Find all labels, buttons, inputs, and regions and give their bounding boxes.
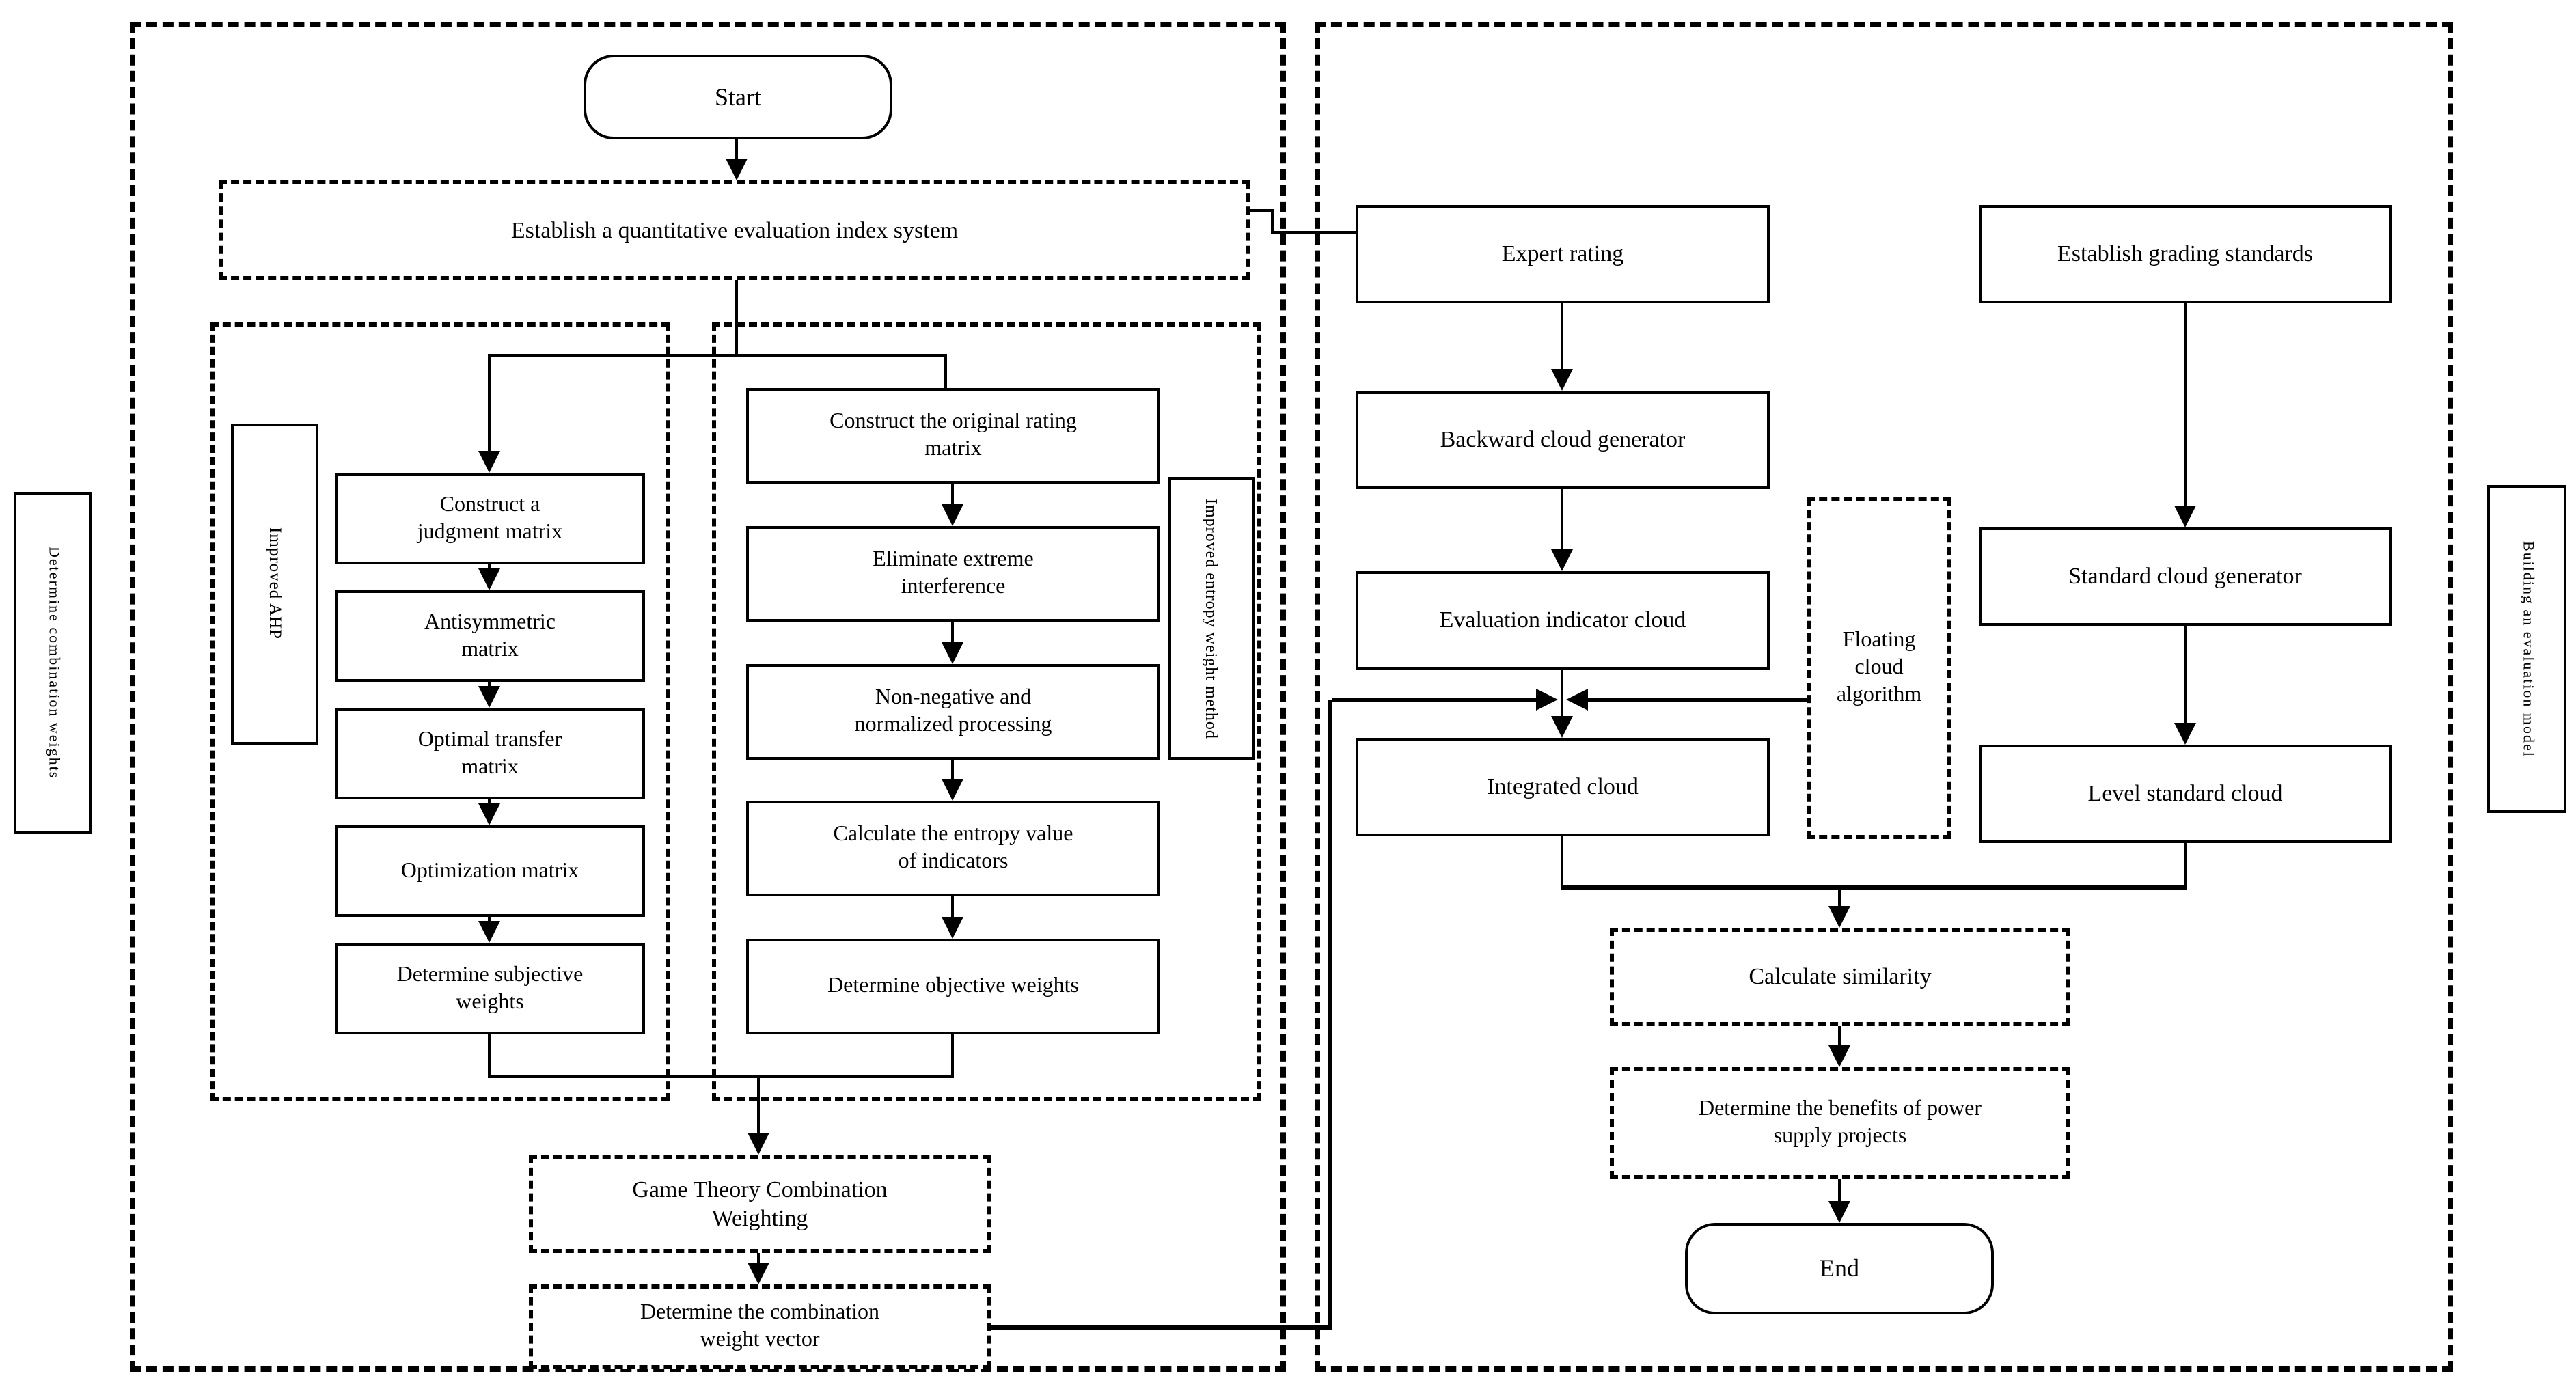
standard-cloud-generator-node: Standard cloud generator (1979, 527, 2392, 626)
arrowhead-down (1828, 1045, 1850, 1067)
arrowhead-down (478, 803, 500, 825)
right-panel-border (1315, 22, 2453, 1372)
connector-line (488, 354, 491, 451)
left-side-label: Determine combination weights (14, 492, 92, 834)
entropy-method-group-border (712, 322, 1261, 1101)
ahp-step-optimization-matrix: Optimization matrix (335, 825, 645, 917)
end-node: End (1685, 1223, 1994, 1314)
arrowhead-right (1536, 689, 1558, 711)
connector-line (489, 354, 947, 357)
connector-line (1588, 698, 1807, 702)
start-node: Start (584, 55, 892, 139)
connector-line (1250, 209, 1274, 212)
connector-line (951, 896, 954, 918)
entropy-step-normalized-processing: Non-negative and normalized processing (746, 664, 1160, 760)
connector-line (488, 1075, 954, 1078)
connector-line (991, 1325, 1331, 1330)
connector-line (1328, 700, 1332, 1330)
level-standard-cloud-node: Level standard cloud (1979, 745, 2392, 843)
entropy-step-eliminate-interference: Eliminate extreme interference (746, 526, 1160, 622)
entropy-method-label: Improved entropy weight method (1168, 477, 1255, 760)
arrowhead-down (1828, 906, 1850, 928)
arrowhead-left (1566, 689, 1588, 711)
backward-cloud-generator-node: Backward cloud generator (1356, 391, 1770, 489)
connector-line (488, 1034, 491, 1077)
connector-line (1838, 1026, 1841, 1048)
calculate-similarity-node: Calculate similarity (1610, 928, 2070, 1026)
ahp-step-antisymmetric-matrix: Antisymmetric matrix (335, 590, 645, 682)
connector-line (488, 682, 491, 689)
expert-rating-node: Expert rating (1356, 205, 1770, 303)
game-theory-weighting-node: Game Theory Combination Weighting (529, 1155, 991, 1253)
connector-line (1561, 303, 1563, 369)
improved-ahp-group-border (210, 322, 670, 1101)
arrowhead-down (478, 451, 500, 473)
ahp-step-judgment-matrix: Construct a judgment matrix (335, 473, 645, 564)
connector-line (1561, 489, 1563, 552)
arrowhead-down (1551, 716, 1573, 738)
connector-line (951, 760, 954, 780)
arrowhead-down (942, 917, 963, 939)
floating-cloud-algorithm-node: Floating cloud algorithm (1807, 497, 1951, 839)
connector-line (488, 564, 491, 571)
arrowhead-down (478, 686, 500, 708)
combination-weight-vector-node: Determine the combination weight vector (529, 1284, 991, 1369)
connector-line (1561, 836, 1563, 888)
connector-line (951, 1034, 954, 1077)
connector-line (2184, 843, 2187, 888)
improved-ahp-label: Improved AHP (231, 424, 318, 745)
establish-grading-standards-node: Establish grading standards (1979, 205, 2392, 303)
connector-line (944, 354, 947, 389)
connector-line (951, 484, 954, 506)
ahp-step-subjective-weights: Determine subjective weights (335, 943, 645, 1034)
right-side-label: Building an evaluation model (2487, 485, 2566, 813)
arrowhead-down (478, 921, 500, 943)
arrowhead-down (942, 504, 963, 526)
ahp-step-optimal-transfer-matrix: Optimal transfer matrix (335, 708, 645, 799)
establish-index-system-node: Establish a quantitative evaluation inde… (219, 180, 1250, 280)
arrowhead-down (1551, 369, 1573, 391)
arrowhead-down (748, 1263, 769, 1284)
arrowhead-down (942, 779, 963, 801)
evaluation-indicator-cloud-node: Evaluation indicator cloud (1356, 571, 1770, 670)
connector-line (735, 280, 738, 355)
entropy-step-objective-weights: Determine objective weights (746, 939, 1160, 1034)
left-panel-border (130, 22, 1286, 1372)
entropy-step-original-rating-matrix: Construct the original rating matrix (746, 388, 1160, 484)
arrowhead-down (2174, 506, 2196, 527)
arrowhead-down (726, 159, 748, 180)
connector-line (488, 917, 491, 924)
connector-line (1271, 209, 1274, 234)
connector-line (488, 799, 491, 806)
connector-line (1561, 885, 2187, 890)
connector-line (757, 1075, 760, 1133)
connector-line (1838, 890, 1841, 909)
connector-line (735, 139, 738, 159)
arrowhead-down (1828, 1201, 1850, 1223)
arrowhead-down (478, 568, 500, 590)
connector-line (2184, 626, 2187, 726)
connector-line (2184, 303, 2187, 508)
connector-line (1332, 698, 1536, 702)
arrowhead-down (748, 1133, 769, 1155)
determine-benefits-node: Determine the benefits of power supply p… (1610, 1067, 2070, 1179)
connector-line (951, 622, 954, 644)
connector-line (757, 1253, 760, 1264)
arrowhead-down (942, 642, 963, 664)
connector-line (1561, 670, 1563, 719)
connector-line (1271, 231, 1356, 234)
connector-line (1838, 1179, 1841, 1204)
entropy-step-entropy-value: Calculate the entropy value of indicator… (746, 801, 1160, 896)
arrowhead-down (2174, 723, 2196, 745)
arrowhead-down (1551, 549, 1573, 571)
integrated-cloud-node: Integrated cloud (1356, 738, 1770, 836)
